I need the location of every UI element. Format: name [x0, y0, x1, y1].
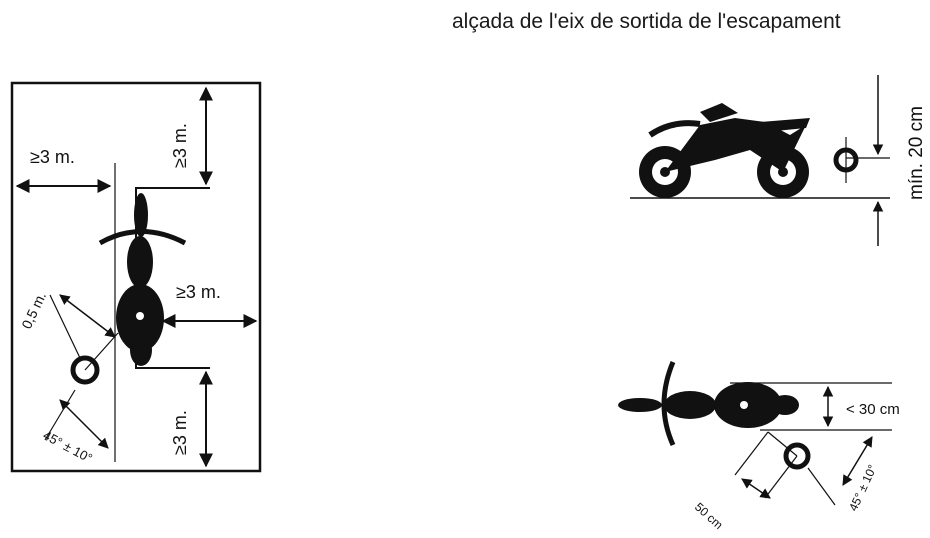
height-label: mín. 20 cm — [906, 106, 927, 200]
distance-guide-line — [734, 431, 769, 476]
dimension-bottom-label: ≥3 m. — [170, 410, 190, 455]
probe-axis-line — [84, 332, 119, 371]
motorcycle-side-view-icon — [639, 103, 810, 198]
probe-axis-line-2 — [767, 431, 798, 457]
distance-label: 50 cm — [692, 500, 726, 532]
measurement-area-frame — [10, 81, 262, 473]
angle-label: 45° ± 10° — [41, 427, 95, 465]
angle-label-2: 45° ± 10° — [846, 462, 880, 513]
angle-arrow-2 — [842, 436, 873, 486]
probe-distance-label: 0,5 m. — [18, 289, 49, 331]
motorcycle-top-view-horizontal-icon — [618, 361, 799, 447]
distance-arrow — [741, 478, 771, 499]
angle-line-2 — [807, 467, 836, 506]
diagram-title: alçada de l'eix de sortida de l'escapame… — [452, 10, 841, 33]
right-side-view-diagram: mín. 20 cm — [630, 75, 927, 246]
dimension-top-label: ≥3 m. — [170, 123, 190, 168]
width-dimension-label: < 30 cm — [846, 401, 900, 418]
dimension-right-label: ≥3 m. — [176, 282, 221, 302]
right-top-view-diagram: < 30 cm 50 cm 45° ± 10° — [618, 361, 900, 532]
probe-guide-line — [49, 294, 81, 359]
distance-guide-line-2 — [764, 455, 798, 499]
dimension-left-label: ≥3 m. — [30, 147, 75, 167]
motorcycle-top-view-icon — [98, 193, 187, 366]
probe-distance-arrow — [59, 294, 116, 338]
left-top-view-diagram: ≥3 m. ≥3 m. ≥3 m. ≥3 m. 0,5 m. 45° ± 10° — [10, 81, 262, 473]
angle-arrow — [59, 399, 109, 449]
